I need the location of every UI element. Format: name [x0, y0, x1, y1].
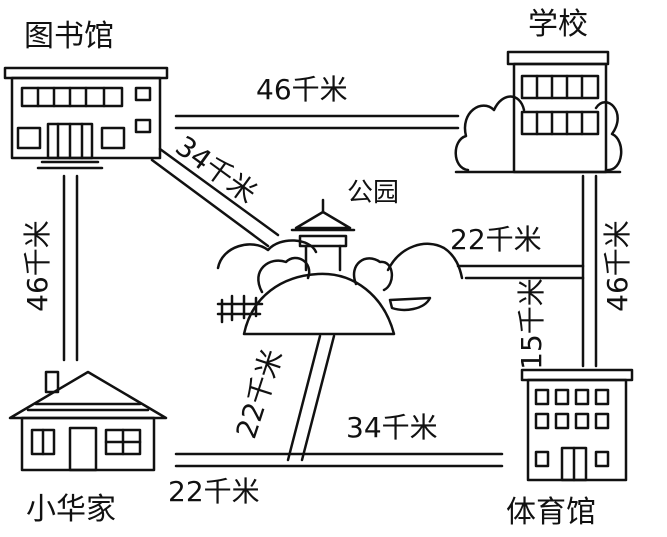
gym-building-icon — [520, 368, 634, 482]
road-school-gym — [581, 174, 598, 368]
road-park-junction — [456, 264, 585, 280]
distance-home-junction: 22千米 — [168, 475, 260, 508]
road-library-park — [150, 147, 280, 248]
distance-junction-gym: 15千米 — [514, 278, 548, 370]
road-library-school — [174, 114, 460, 130]
distance-library-home: 46千米 — [20, 220, 54, 312]
distance-school-gym: 46千米 — [600, 220, 634, 312]
place-label-park: 公园 — [347, 178, 400, 208]
place-label-gym: 体育馆 — [506, 495, 596, 530]
distance-junction-gym-bottom: 34千米 — [346, 411, 438, 444]
place-label-school: 学校 — [528, 7, 588, 42]
school-building-icon — [454, 50, 623, 174]
place-label-library: 图书馆 — [24, 19, 114, 54]
distance-library-school: 46千米 — [256, 73, 348, 106]
place-label-home: 小华家 — [26, 492, 116, 527]
library-building-icon — [3, 66, 169, 170]
road-home-gym — [174, 452, 504, 468]
road-park-home — [286, 334, 336, 462]
park-pavilion-icon — [216, 198, 464, 336]
road-library-home — [62, 174, 79, 362]
home-house-icon — [8, 370, 168, 472]
distance-park-junction: 22千米 — [450, 223, 542, 256]
